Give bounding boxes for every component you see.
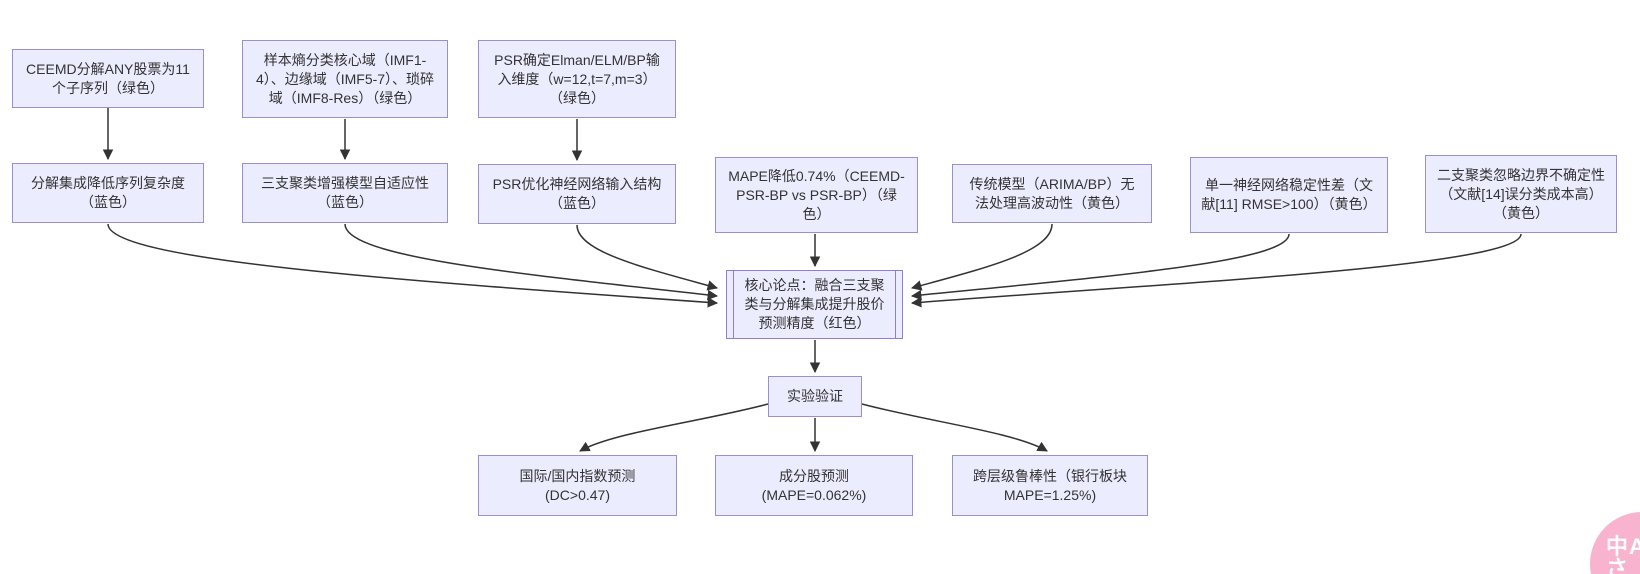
- node-index-prediction: 国际/国内指数预测 (DC>0.47): [478, 455, 677, 516]
- edge-experiment-to-index: [579, 403, 769, 452]
- node-mape-reduction: MAPE降低0.74%（CEEMD-PSR-BP vs PSR-BP）（绿色）: [715, 157, 918, 233]
- node-three-way-clustering: 三支聚类增强模型自适应性（蓝色）: [242, 163, 448, 223]
- node-ceemd-decompose: CEEMD分解ANY股票为11个子序列（绿色）: [12, 49, 204, 108]
- edge-traditional-to-core: [910, 223, 1053, 291]
- node-decomposition-integration: 分解集成降低序列复杂度（蓝色）: [12, 163, 204, 223]
- edge-singlenn-to-core: [910, 233, 1290, 301]
- node-cross-level-robustness: 跨层级鲁棒性（银行板块 MAPE=1.25%): [952, 455, 1148, 516]
- edge-experiment-to-robustness: [861, 403, 1048, 452]
- translate-icon: 中A さ: [1606, 536, 1640, 574]
- node-sample-entropy: 样本熵分类核心域（IMF1-4）、边缘域（IMF5-7）、琐碎域（IMF8-Re…: [242, 40, 448, 118]
- translate-badge-button[interactable]: 中A さ: [1590, 512, 1640, 574]
- node-psr-dimension: PSR确定Elman/ELM/BP输入维度（w=12,t=7,m=3）（绿色）: [478, 40, 676, 118]
- translate-icon-bottom: さ: [1606, 556, 1630, 574]
- node-traditional-models: 传统模型（ARIMA/BP）无法处理高波动性（黄色）: [952, 164, 1152, 223]
- node-single-nn-instability: 单一神经网络稳定性差（文献[11] RMSE>100）（黄色）: [1190, 157, 1388, 233]
- node-psr-optimize: PSR优化神经网络输入结构（蓝色）: [478, 164, 676, 224]
- node-core-thesis: 核心论点：融合三支聚类与分解集成提升股价预测精度（红色）: [726, 270, 903, 339]
- translate-icon-top: 中A: [1606, 534, 1640, 559]
- node-two-way-clustering: 二支聚类忽略边界不确定性（文献[14]误分类成本高）（黄色）: [1425, 155, 1617, 233]
- node-component-stock-prediction: 成分股预测 (MAPE=0.062%): [715, 455, 913, 516]
- edge-decomposition-to-core: [107, 223, 719, 308]
- edge-clustering-to-core: [344, 223, 719, 301]
- node-experiment-validation: 实验验证: [768, 376, 862, 417]
- edge-twoway-to-core: [910, 233, 1522, 308]
- edge-psropt-to-core: [576, 224, 719, 291]
